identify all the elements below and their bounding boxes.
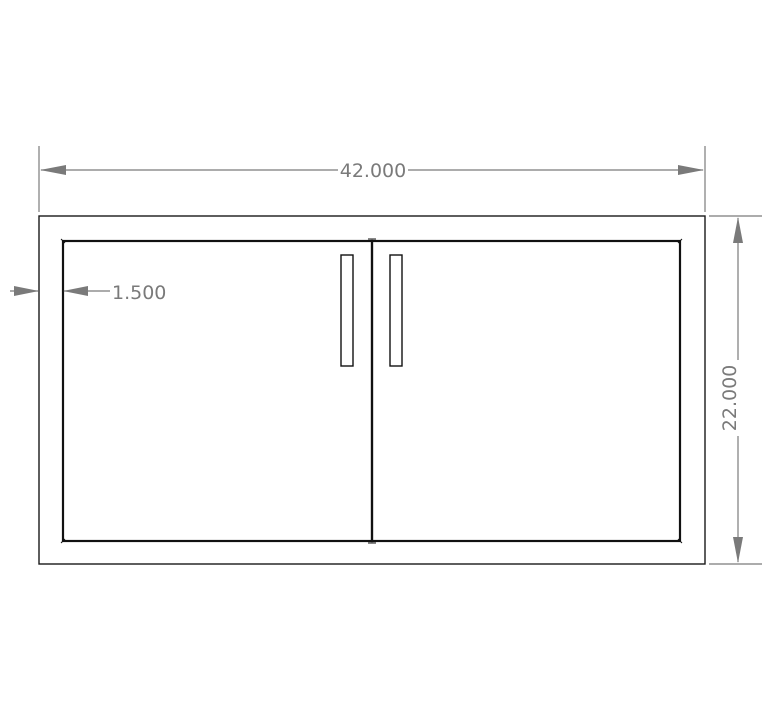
inset-arrow-right bbox=[63, 286, 88, 296]
corner-marks bbox=[60, 238, 683, 544]
left-door-handle bbox=[340, 254, 354, 367]
inset-dimension-label: 1.500 bbox=[112, 282, 166, 304]
outer-frame bbox=[38, 215, 706, 565]
left-door bbox=[61, 239, 374, 543]
width-dimension: 42.000 bbox=[38, 146, 706, 212]
width-arrow-right bbox=[678, 165, 704, 175]
width-arrow-left bbox=[40, 165, 66, 175]
inset-dimension: 1.500 bbox=[10, 282, 166, 304]
door-panels bbox=[60, 238, 683, 544]
height-arrow-top bbox=[733, 217, 743, 243]
inset-arrow-left bbox=[14, 286, 39, 296]
right-door-handle bbox=[389, 254, 403, 367]
right-door bbox=[370, 239, 682, 543]
height-dimension-label: 22.000 bbox=[719, 365, 741, 431]
width-dimension-label: 42.000 bbox=[340, 160, 406, 182]
height-dimension: 22.000 bbox=[709, 215, 762, 565]
height-arrow-bottom bbox=[733, 537, 743, 563]
